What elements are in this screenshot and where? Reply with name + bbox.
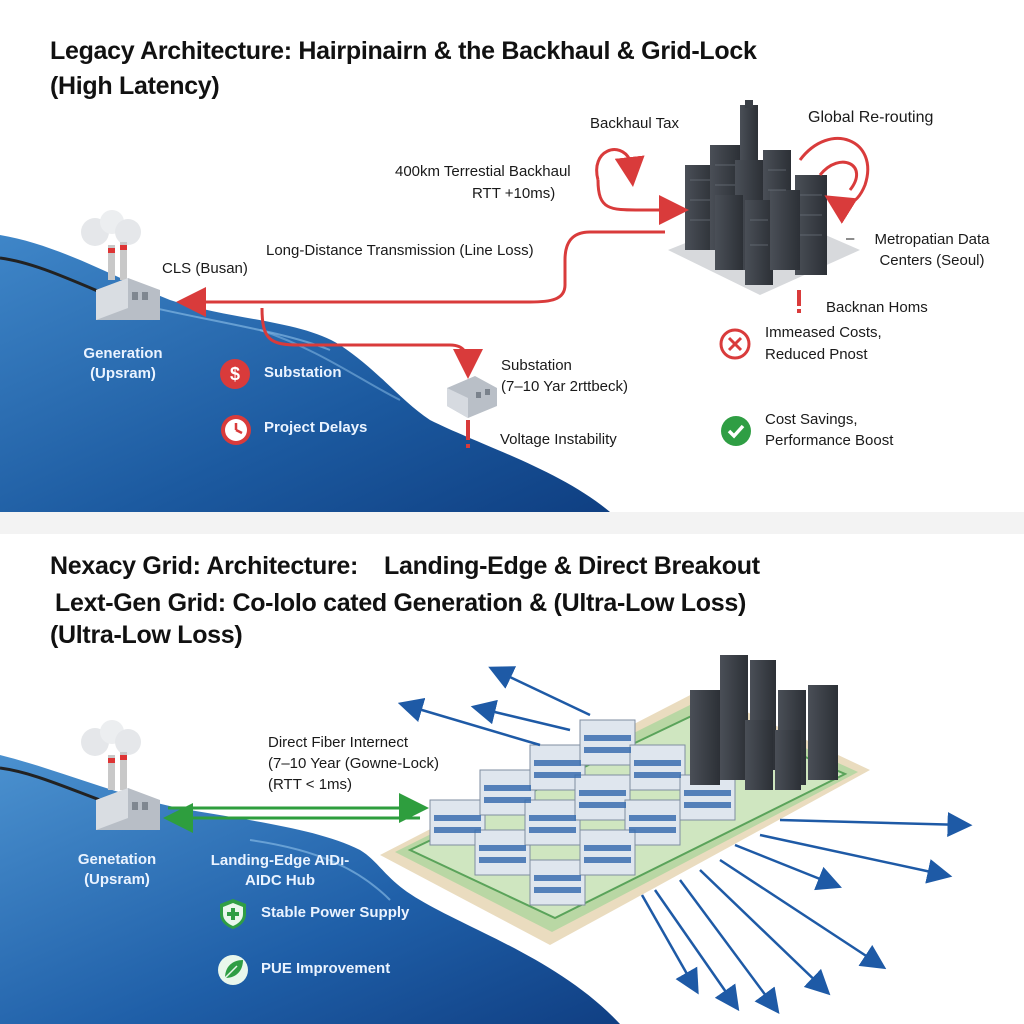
metro-line1: Metropatian Data bbox=[874, 231, 990, 248]
pue-improvement-label: PUE Improvement bbox=[261, 960, 391, 977]
terrestrial-backhaul-line1: 400km Terrestial Backhaul bbox=[395, 163, 571, 180]
exclamation-icon-voltage bbox=[466, 420, 470, 448]
city-icon bbox=[668, 100, 860, 295]
factory-icon-bottom bbox=[81, 720, 160, 830]
generation-bottom-line1: Genetation bbox=[77, 851, 157, 868]
x-circle-icon bbox=[719, 328, 751, 360]
bottom-title-line3: (Ultra-Low Loss) bbox=[50, 621, 243, 649]
aidc-hub-campus bbox=[380, 655, 870, 945]
backhaul-tax-label: Backhaul Tax bbox=[590, 115, 679, 132]
leaf-icon bbox=[218, 955, 248, 985]
direct-fiber-line3: (RTT < 1ms) bbox=[268, 776, 353, 793]
metro-dash: – bbox=[846, 230, 855, 247]
voltage-instability-label: Voltage Instability bbox=[500, 431, 617, 448]
terrestrial-backhaul-line2: RTT +10ms) bbox=[472, 185, 556, 202]
substation-line1: Substation bbox=[501, 357, 572, 374]
bottom-title-part-a: Nexacy Grid: Architecture: bbox=[50, 552, 359, 580]
shield-icon bbox=[220, 899, 246, 929]
direct-fiber-line1: Direct Fiber Internect bbox=[268, 734, 409, 751]
top-title-line1: Legacy Architecture: Hairpinairn & the B… bbox=[50, 37, 757, 65]
svg-text:$: $ bbox=[230, 364, 240, 384]
cost-savings-line1: Cost Savings, bbox=[765, 411, 858, 428]
check-circle-icon bbox=[721, 416, 751, 446]
bottom-title-part-b: Landing-Edge & Direct Breakout bbox=[384, 552, 760, 580]
hub-line2: AIDC Hub bbox=[245, 872, 315, 889]
cost-savings-line2: Performance Boost bbox=[765, 432, 894, 449]
direct-fiber-line2: (7–10 Year (Gowne-Lock) bbox=[268, 755, 439, 772]
global-rerouting-label: Global Re-routing bbox=[808, 109, 934, 126]
factory-icon bbox=[81, 210, 160, 320]
metro-line2: Centers (Seoul) bbox=[879, 252, 985, 269]
substation-icon bbox=[447, 376, 497, 418]
generation-top-line2: (Upsram) bbox=[90, 365, 156, 382]
cls-busan-label: CLS (Busan) bbox=[162, 260, 248, 277]
generation-bottom-line2: (Upsram) bbox=[84, 871, 150, 888]
project-delays-label: Project Delays bbox=[264, 419, 368, 436]
top-title-line2: (High Latency) bbox=[50, 72, 220, 100]
bottom-title-line2: Lext-Gen Grid: Co-lolo cated Generation … bbox=[55, 589, 746, 617]
substation-line2: (7–10 Yar 2rttbeck) bbox=[501, 378, 629, 395]
backnan-homs-label: Backnan Homs bbox=[826, 299, 928, 316]
exclamation-icon bbox=[797, 290, 801, 313]
dollar-icon: $ bbox=[220, 359, 250, 389]
generation-top-line1: Generation bbox=[83, 345, 163, 362]
increased-costs-line2: Reduced Pnost bbox=[765, 346, 868, 363]
stable-power-label: Stable Power Supply bbox=[261, 904, 410, 921]
hub-line1: Landing-Edge AIDı- bbox=[210, 852, 350, 869]
long-distance-label: Long-Distance Transmission (Line Loss) bbox=[266, 242, 534, 259]
clock-icon bbox=[221, 415, 251, 445]
increased-costs-line1: Immeased Costs, bbox=[765, 324, 882, 341]
substation-cost-label: Substation bbox=[264, 364, 342, 381]
